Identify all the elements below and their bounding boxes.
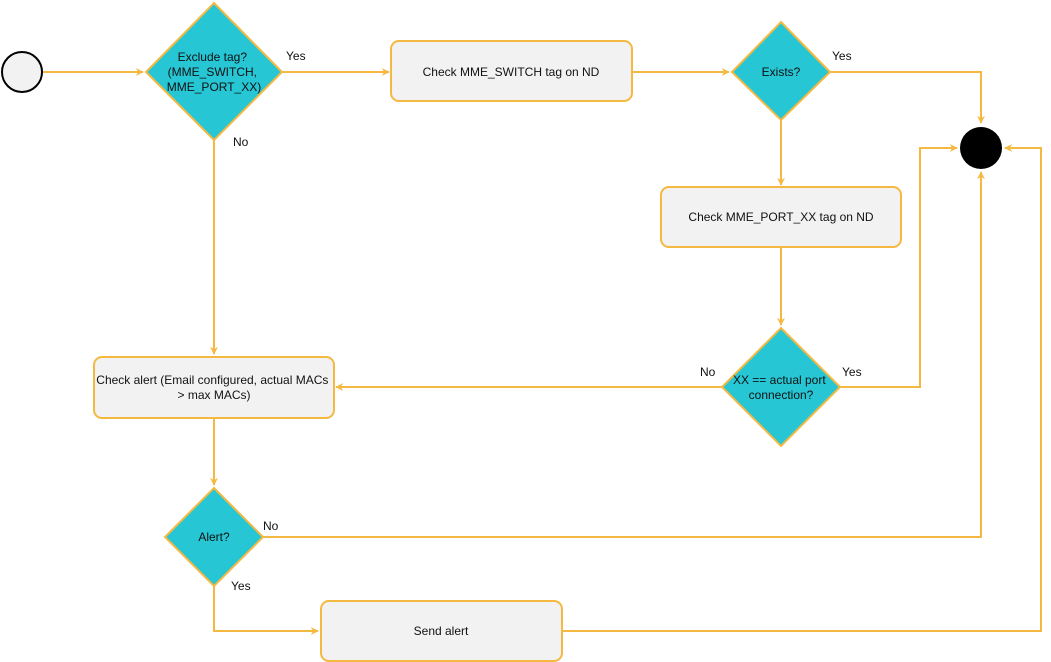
edge-alert-yes: [213, 586, 319, 635]
exists-decision: [730, 20, 832, 122]
edge-alert-no: [263, 171, 985, 538]
port-match-line-1: XX == actual port: [733, 373, 826, 387]
check-alert-line-1: Check alert (Email configured, actual MA…: [96, 373, 328, 387]
check-switch-tag-box: [390, 40, 633, 102]
exclude-tag-label: Exclude tag? (MME_SWITCH, MME_PORT_XX): [167, 50, 261, 94]
edge-send-to-end: [562, 144, 1042, 632]
edge-label-exists-yes: Yes: [832, 49, 852, 63]
exclude-tag-decision: [144, 1, 284, 142]
edge-exists-yes: [830, 71, 985, 124]
exclude-tag-line-3: MME_PORT_XX): [167, 80, 261, 94]
edge-label-alert-no: No: [263, 519, 279, 533]
end-event: [960, 127, 1002, 169]
edge-label-port-no: No: [700, 365, 716, 379]
send-alert-label: Send alert: [414, 624, 469, 638]
alert-decision: [163, 486, 265, 588]
check-alert-box: [93, 356, 335, 419]
check-switch-tag-label: Check MME_SWITCH tag on ND: [423, 65, 600, 79]
check-port-tag-box: [660, 186, 902, 248]
edge-label-exclude-yes: Yes: [286, 49, 306, 63]
edge-label-port-yes: Yes: [842, 365, 862, 379]
connectors: [42, 68, 1042, 635]
exclude-tag-line-2: (MME_SWITCH,: [168, 65, 257, 79]
edge-label-alert-yes: Yes: [231, 579, 251, 593]
start-event: [1, 51, 43, 93]
alert-label: Alert?: [198, 530, 230, 544]
edge-port-yes: [840, 144, 958, 388]
port-match-line-2: connection?: [749, 388, 814, 402]
check-alert-label: Check alert (Email configured, actual MA…: [96, 373, 331, 402]
edge-label-exclude-no: No: [233, 135, 249, 149]
check-port-tag-label: Check MME_PORT_XX tag on ND: [688, 210, 874, 224]
port-match-decision: [720, 326, 842, 448]
exists-label: Exists?: [762, 65, 801, 79]
send-alert-box: [320, 600, 563, 662]
port-match-label: XX == actual port connection?: [733, 373, 829, 402]
exclude-tag-line-1: Exclude tag?: [178, 50, 248, 64]
check-alert-line-2: > max MACs): [177, 388, 250, 402]
